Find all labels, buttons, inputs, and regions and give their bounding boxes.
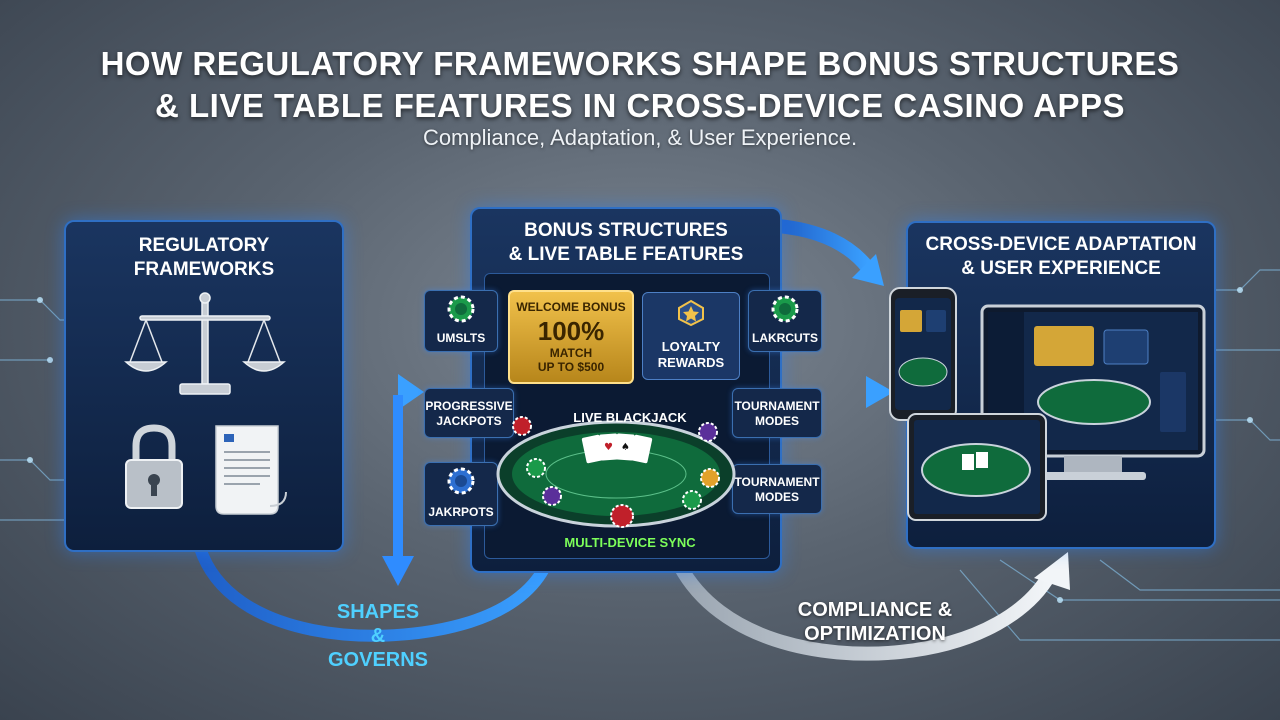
arrow-shapes-loop (194, 545, 554, 642)
tournament-bottom-line1: TOURNAMENT (734, 475, 820, 489)
arrow-compliance-arc (673, 562, 1057, 661)
regulatory-title-line1: REGULATORY (138, 235, 270, 256)
page-subtitle: Compliance, Adaptation, & User Experienc… (422, 125, 858, 150)
regulatory-frameworks-panel: REGULATORY FRAMEWORKS (64, 220, 344, 552)
page-title-line2: & LIVE TABLE FEATURES IN CROSS-DEVICE CA… (155, 87, 1125, 124)
umslts-box: UMSLTS (424, 290, 498, 352)
shapes-line2: & GOVERNS (327, 625, 429, 671)
scales-icon (124, 292, 286, 395)
svg-text:♠: ♠ (621, 442, 630, 453)
chip-stacks (512, 416, 720, 528)
phone-icon (889, 287, 957, 421)
welcome-bonus-label: WELCOME BONUS (516, 300, 626, 314)
tablet-icon (907, 413, 1047, 521)
loyalty-line2: REWARDS (657, 355, 725, 370)
regulatory-title-line2: FRAMEWORKS (133, 259, 275, 280)
live-blackjack-label: LIVE BLACKJACK (573, 410, 687, 425)
devices-illustration (889, 287, 1206, 521)
welcome-bonus-percent: 100% (537, 316, 605, 346)
document-icon (215, 425, 287, 515)
poker-chip-icon (771, 295, 799, 323)
loyalty-rewards-card: LOYALTY REWARDS (642, 292, 740, 380)
tournament-top-line2: MODES (754, 414, 799, 428)
tournament-bottom-line2: MODES (754, 490, 799, 504)
multi-device-sync-label: MULTI-DEVICE SYNC (564, 535, 696, 550)
padlock-icon (125, 424, 183, 509)
svg-text:♥: ♥ (604, 442, 613, 453)
bonus-title-line1: BONUS STRUCTURES (524, 220, 728, 241)
jakrpots-box: JAKRPOTS (424, 462, 498, 526)
welcome-bonus-match: MATCH (549, 346, 593, 360)
lakrcuts-box: LAKRCUTS (748, 290, 822, 352)
star-badge-icon (678, 299, 704, 327)
jakrpots-label: JAKRPOTS (428, 505, 494, 519)
cross-device-title-line2: & USER EXPERIENCE (961, 258, 1161, 279)
umslts-label: UMSLTS (436, 331, 486, 345)
poker-chip-icon (447, 467, 475, 495)
progressive-jackpots-box: PROGRESSIVE JACKPOTS (424, 388, 514, 438)
poker-chip-icon (447, 295, 475, 323)
compliance-line2: OPTIMIZATION (804, 623, 946, 645)
blackjack-table: ♥ ♠ (496, 416, 736, 528)
tournament-top-line1: TOURNAMENT (734, 399, 820, 413)
playing-cards-icon: ♥ ♠ (581, 433, 653, 464)
tournament-modes-bottom-box: TOURNAMENT MODES (732, 464, 822, 514)
welcome-bonus-limit: UP TO $500 (537, 360, 605, 374)
compliance-line1: COMPLIANCE & (797, 599, 953, 621)
progressive-line1: PROGRESSIVE (425, 399, 513, 413)
compliance-optimization-label: COMPLIANCE & OPTIMIZATION (780, 598, 970, 646)
bonus-title-line2: & LIVE TABLE FEATURES (508, 244, 744, 265)
lakrcuts-label: LAKRCUTS (752, 331, 818, 345)
shapes-line1: SHAPES (336, 601, 420, 623)
loyalty-line1: LOYALTY (661, 339, 721, 354)
arrow-middle-to-right-upper (777, 219, 874, 273)
progressive-line2: JACKPOTS (436, 414, 502, 428)
tournament-modes-top-box: TOURNAMENT MODES (732, 388, 822, 438)
cross-device-title-line1: CROSS-DEVICE ADAPTATION (925, 234, 1197, 255)
shapes-governs-label: SHAPES & GOVERNS (318, 600, 438, 672)
page-title-line1: HOW REGULATORY FRAMEWORKS SHAPE BONUS ST… (100, 45, 1180, 82)
welcome-bonus-card: WELCOME BONUS 100% MATCH UP TO $500 (508, 290, 634, 384)
